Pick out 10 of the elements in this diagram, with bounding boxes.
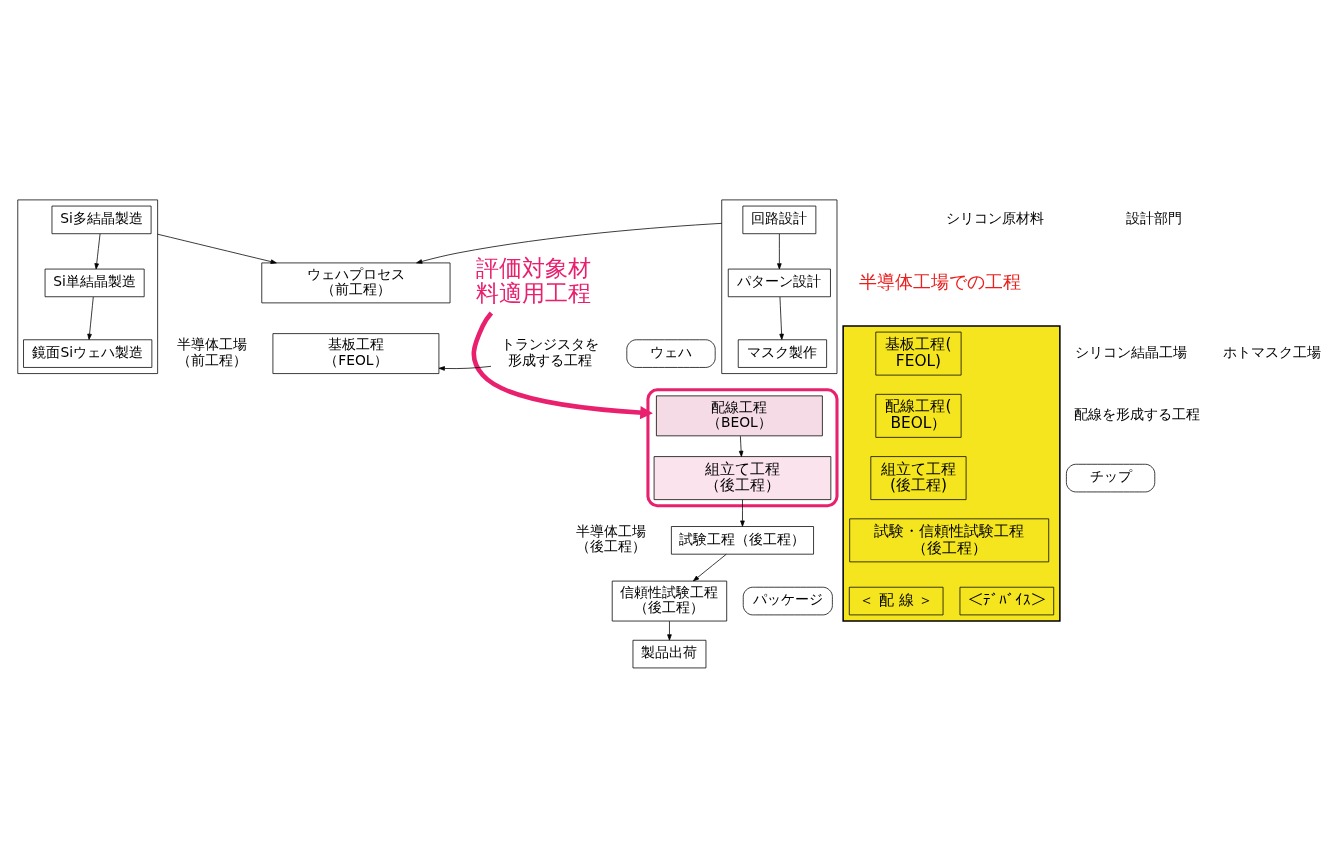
- node-text: トランジスタを形成する工程: [501, 335, 600, 368]
- label: 半導体工場での工程: [858, 270, 1021, 292]
- label: 半導体工場（前工程）: [177, 335, 248, 368]
- label: 設計部門: [1125, 209, 1182, 226]
- node-text: 評価対象材料適用工程: [475, 254, 591, 306]
- label: 半導体工場（後工程）: [576, 522, 647, 554]
- label: ホトマスク工場: [1222, 343, 1321, 360]
- label: 配線を形成する工程: [1074, 405, 1201, 422]
- label: シリコン結晶工場: [1075, 343, 1188, 360]
- label: シリコン原材料: [945, 209, 1044, 226]
